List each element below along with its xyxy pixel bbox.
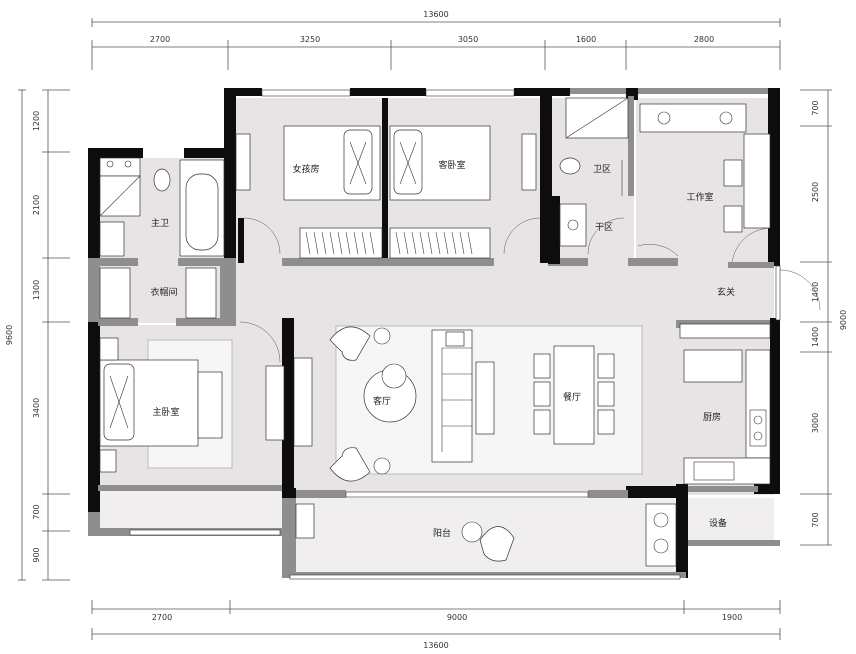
bottom-total-dim: 13600: [423, 641, 448, 650]
top-dim-2: 3250: [300, 35, 320, 44]
master-toilet: [153, 168, 171, 192]
left-dim-2: 2100: [32, 195, 41, 215]
bottom-dim-2: 9000: [447, 613, 467, 622]
equipment-label: 设备: [709, 517, 727, 529]
top-dim-5: 2800: [694, 35, 714, 44]
master-tv-cabinet: [265, 365, 285, 441]
master-bed: [99, 359, 223, 447]
right-dim-1: 700: [811, 100, 820, 115]
guest-desk: [521, 133, 537, 191]
bath-storage: [99, 221, 125, 257]
study-chair-1: [723, 159, 743, 187]
left-dim-1: 1200: [32, 111, 41, 131]
master-bath-label: 主卫: [151, 217, 169, 229]
master-door: [239, 321, 281, 363]
living-room-label: 客厅: [373, 395, 391, 407]
study-label: 工作室: [686, 191, 713, 203]
dining-room-label: 餐厅: [563, 391, 581, 403]
girls-room-bed: [283, 125, 381, 201]
girls-room-wardrobe: [299, 227, 383, 259]
left-dim-5: 700: [32, 504, 41, 519]
windows: [129, 89, 781, 580]
top-dim-4: 1600: [576, 35, 596, 44]
top-dimensions: 13600 2700 3250 3050 1600 2800: [91, 10, 781, 70]
wardrobe-left: [99, 267, 131, 319]
laundry-unit: [645, 503, 677, 567]
guest-bedroom-label: 客卧室: [438, 159, 465, 171]
balcony-cabinet: [295, 503, 315, 539]
study-desk-top: [639, 103, 747, 133]
right-dimensions: 700 2500 1400 1400 3000 700 9000: [800, 89, 848, 546]
left-dimensions: 9600 1200 2100 1300 3400 700 900: [5, 89, 70, 581]
bottom-dimensions: 2700 9000 1900 13600: [91, 600, 781, 650]
right-dim-5: 3000: [811, 413, 820, 433]
right-dim-4: 1400: [811, 327, 820, 347]
guest-bed: [389, 125, 491, 201]
wardrobe-right: [185, 267, 217, 319]
top-dim-1: 2700: [150, 35, 170, 44]
balcony-chair: [479, 526, 515, 562]
living-sofa: [431, 329, 473, 463]
kitchen-label: 厨房: [703, 411, 721, 423]
right-dim-2: 2500: [811, 182, 820, 202]
master-bedroom-label: 主卧室: [152, 406, 179, 418]
wardrobe-label: 衣帽间: [150, 286, 177, 298]
armchair-bottom: [329, 447, 371, 482]
study-door: [637, 244, 679, 257]
bottom-dim-1: 2700: [152, 613, 172, 622]
wc-toilet: [559, 157, 581, 175]
right-dim-3: 1400: [811, 282, 820, 302]
right-total-dim: 9000: [839, 310, 848, 330]
tv-console: [293, 357, 313, 447]
girls-wardrobe-hangers: [305, 231, 375, 255]
girls-room-desk: [235, 133, 251, 191]
guest-wardrobe-hangers: [395, 231, 473, 255]
fridge: [683, 349, 743, 383]
main-door-swing: [779, 269, 821, 311]
top-dim-3: 3050: [458, 35, 478, 44]
master-bench: [99, 449, 117, 473]
entry-door: [731, 227, 771, 263]
guest-room-door: [503, 217, 541, 255]
left-dim-6: 900: [32, 547, 41, 562]
balcony-label: 阳台: [433, 527, 451, 539]
dining-table: [553, 345, 595, 445]
master-bath-vanity: [99, 157, 141, 177]
entrance-label: 玄关: [717, 286, 735, 298]
girls-room-label: 女孩房: [292, 163, 319, 175]
bathroom-label: 卫区: [593, 164, 611, 175]
girls-room-door: [243, 217, 281, 255]
armchair-top: [329, 326, 371, 361]
dry-area-door: [587, 217, 625, 255]
left-dim-4: 3400: [32, 398, 41, 418]
master-nightstand: [99, 337, 119, 361]
dry-area-label: 干区: [595, 222, 613, 233]
bottom-dim-3: 1900: [722, 613, 742, 622]
side-table: [475, 361, 495, 435]
kitchen-upper-cabinet: [679, 323, 771, 339]
left-total-dim: 9600: [5, 325, 14, 345]
top-total-dim: 13600: [423, 10, 448, 19]
dry-area-vanity: [559, 203, 587, 247]
study-bookshelf: [743, 133, 771, 229]
dining-chairs: [533, 353, 615, 435]
right-dim-6: 700: [811, 512, 820, 527]
left-dim-3: 1300: [32, 280, 41, 300]
study-chair-2: [723, 205, 743, 233]
